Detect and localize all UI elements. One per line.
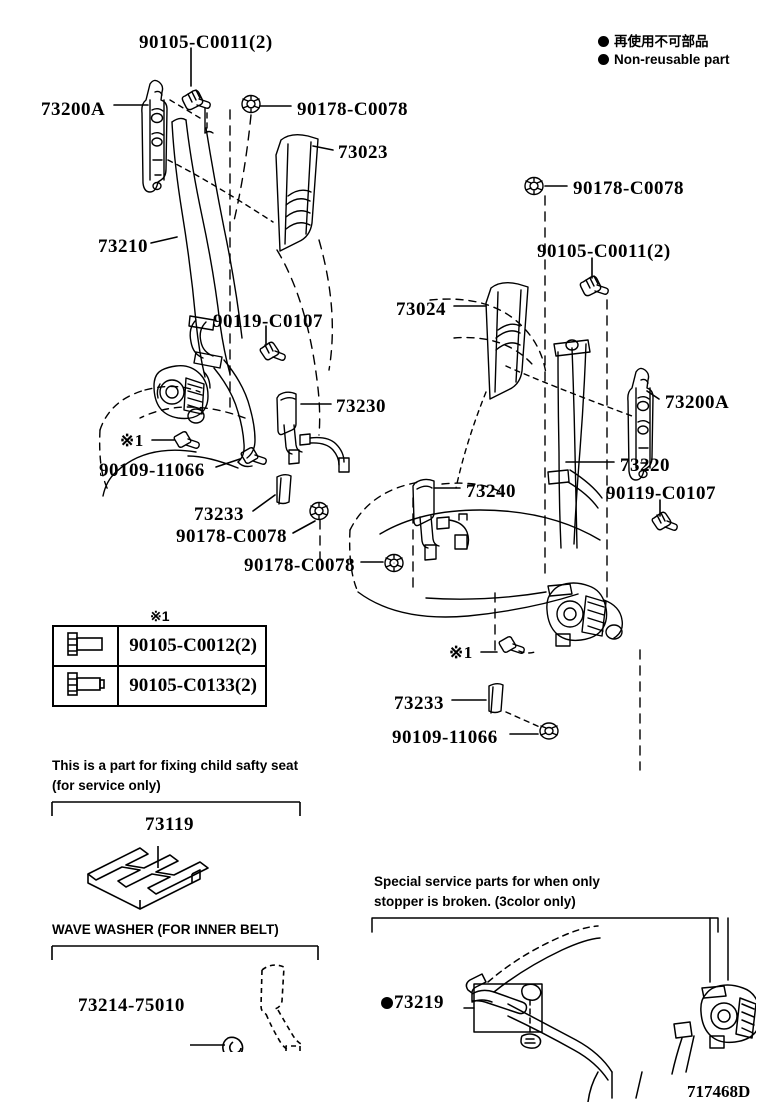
callout-73220: 73220	[620, 455, 670, 476]
callout-90178-c0078-top: 90178-C0078	[297, 99, 409, 120]
filled-circle-icon	[381, 997, 393, 1009]
child-seat-note: This is a part for fixing child safty se…	[52, 758, 299, 793]
callout-73214-75010: 73214-75010	[78, 995, 185, 1016]
part-73024-shape	[485, 281, 529, 400]
callout-90178-c0078-left: 90178-C0078	[176, 526, 288, 547]
callout-90109-11066-right: 90109-11066	[392, 727, 498, 748]
callout-90119-c0107-right: 90119-C0107	[606, 483, 716, 504]
callout-90109-11066-left: 90109-11066	[99, 460, 205, 481]
part-90109-11066-right-screws	[498, 636, 559, 740]
callout-73023: 73023	[338, 142, 388, 163]
callout-90105-c0011-left: 90105-C0011(2)	[139, 32, 273, 53]
callout-73210: 73210	[98, 236, 148, 257]
part-90178-c0078-top-nut	[241, 94, 261, 114]
legend-non-reusable: 再使用不可部品 Non-reusable part	[598, 33, 730, 69]
right-seat-contour	[348, 298, 601, 618]
flange-bolt-icon-svg	[66, 631, 103, 656]
callout-90119-c0107-left: 90119-C0107	[213, 311, 323, 332]
part-90178-c0078-left-nut	[309, 501, 329, 521]
table-row: 90105-C0012(2)	[51, 625, 267, 667]
callout-73233-left: 73233	[194, 504, 244, 525]
callout-73219-text: 73219	[394, 992, 444, 1013]
legend-text-en: Non-reusable part	[614, 52, 730, 68]
part-90105-c0011-left-bolt	[181, 89, 211, 111]
part-73210-retractor	[153, 364, 211, 424]
callout-90178-c0078-right: 90178-C0078	[573, 178, 685, 199]
callout-73200a-left: 73200A	[41, 99, 106, 120]
part-73200a-left-shape	[141, 79, 168, 193]
legend-text-jp: 再使用不可部品	[614, 34, 709, 49]
part-90119-c0107-right-bolt	[651, 511, 678, 531]
legend-row-en: Non-reusable part	[598, 51, 730, 69]
callout-73200a-right: 73200A	[665, 392, 730, 413]
part-90178-c0078-mid-nut	[384, 553, 404, 573]
part-90105-c0011-right-bolt	[579, 275, 609, 297]
callout-73240: 73240	[466, 481, 516, 502]
legend-row-jp: 再使用不可部品	[598, 33, 730, 51]
table-row: 90105-C0133(2)	[51, 665, 267, 707]
star-table-part-2: 90105-C0133(2)	[117, 665, 267, 707]
part-90178-c0078-right-nut	[524, 176, 544, 196]
callout-star1-left: ※1	[120, 431, 144, 450]
callout-star1-right: ※1	[449, 643, 473, 662]
special-service-note: Special service parts for when only stop…	[374, 874, 600, 909]
callout-73230: 73230	[336, 396, 386, 417]
callout-73119: 73119	[145, 814, 194, 835]
flange-bolt-icon-svg	[66, 671, 105, 696]
callout-90178-c0078-mid: 90178-C0078	[244, 555, 356, 576]
part-73023-shape	[275, 133, 319, 252]
wave-washer-title: WAVE WASHER (FOR INNER BELT)	[52, 922, 279, 937]
special-service-group	[371, 917, 756, 1102]
star-table-part-1: 90105-C0012(2)	[117, 625, 267, 667]
flange-bolt-icon	[51, 625, 120, 667]
part-73233-left-cover	[276, 474, 292, 505]
left-dashed-guides	[229, 109, 334, 561]
callout-73219: 73219	[381, 993, 444, 1012]
part-73210-belt	[171, 117, 256, 468]
flange-bolt-icon	[51, 665, 120, 707]
callout-73233-right: 73233	[394, 693, 444, 714]
child-seat-bracket-group	[51, 801, 301, 910]
callout-90105-c0011-right: 90105-C0011(2)	[537, 241, 671, 262]
part-73220-belt	[547, 339, 603, 549]
part-73233-right-cover	[488, 683, 504, 714]
star-parts-table: 90105-C0012(2) 90105-C0133(2)	[51, 625, 267, 707]
part-73240-buckle	[412, 478, 470, 561]
callout-73024: 73024	[396, 299, 446, 320]
part-90119-c0107-left-bolt	[259, 341, 286, 361]
diagram-code: 717468D	[687, 1082, 751, 1101]
wave-washer-group	[51, 945, 319, 1052]
star-table-header: ※1	[150, 608, 170, 624]
filled-circle-icon	[598, 36, 609, 47]
left-anchor-stub-cap	[204, 130, 214, 134]
part-73220-retractor	[546, 582, 624, 647]
filled-circle-icon	[598, 54, 609, 66]
left-leader-dashes	[167, 99, 274, 223]
right-leader-dashes	[455, 365, 633, 729]
